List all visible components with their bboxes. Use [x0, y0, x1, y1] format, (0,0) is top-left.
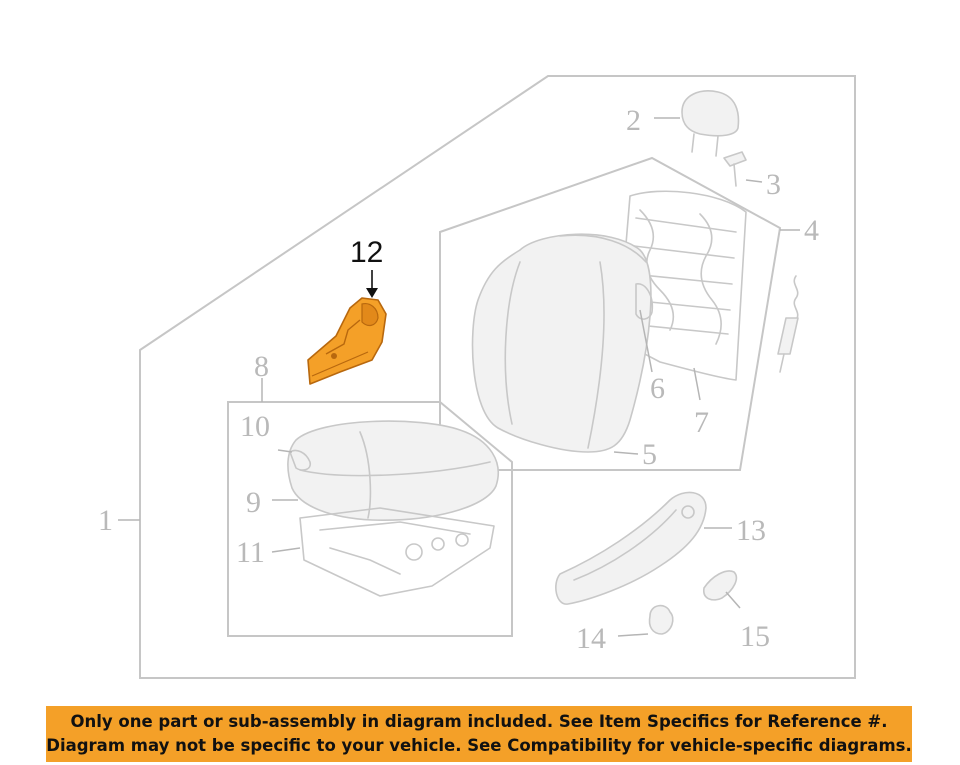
seat-cushion-group-frame: [227, 401, 513, 637]
adjuster-part: [777, 275, 799, 373]
callout-1: 1: [98, 504, 113, 537]
seat-cushion-part: [287, 420, 500, 521]
notice-line-2: Diagram may not be specific to your vehi…: [46, 736, 912, 755]
callout-6: 6: [650, 372, 665, 405]
headrest-part: [681, 90, 740, 157]
recliner-knob-part: [648, 604, 674, 635]
callout-7: 7: [694, 406, 709, 439]
callout-9: 9: [246, 486, 261, 519]
seat-back-cover-part: [471, 233, 654, 453]
highlighted-part-12: [307, 297, 387, 385]
headrest-guide-part: [723, 151, 747, 187]
lever-handle-part: [703, 570, 738, 601]
callout-11: 11: [236, 536, 265, 569]
callout-10: 10: [240, 410, 270, 443]
callout-13: 13: [736, 514, 766, 547]
side-cover-part: [555, 491, 707, 605]
callout-14: 14: [576, 622, 606, 655]
cushion-frame-part: [299, 507, 495, 597]
callout-3: 3: [766, 168, 781, 201]
callout-15: 15: [740, 620, 770, 653]
leader-lines: [118, 117, 800, 637]
callout-4: 4: [804, 214, 819, 247]
callout-5: 5: [642, 438, 657, 471]
notice-line-1: Only one part or sub-assembly in diagram…: [70, 712, 888, 731]
callout-12: 12: [350, 236, 383, 269]
leader-12-arrowhead: [366, 288, 378, 298]
notice-banner: Only one part or sub-assembly in diagram…: [46, 706, 912, 762]
callout-8: 8: [254, 350, 269, 383]
assembly-frame-outer: [139, 75, 856, 679]
callout-2: 2: [626, 104, 641, 137]
